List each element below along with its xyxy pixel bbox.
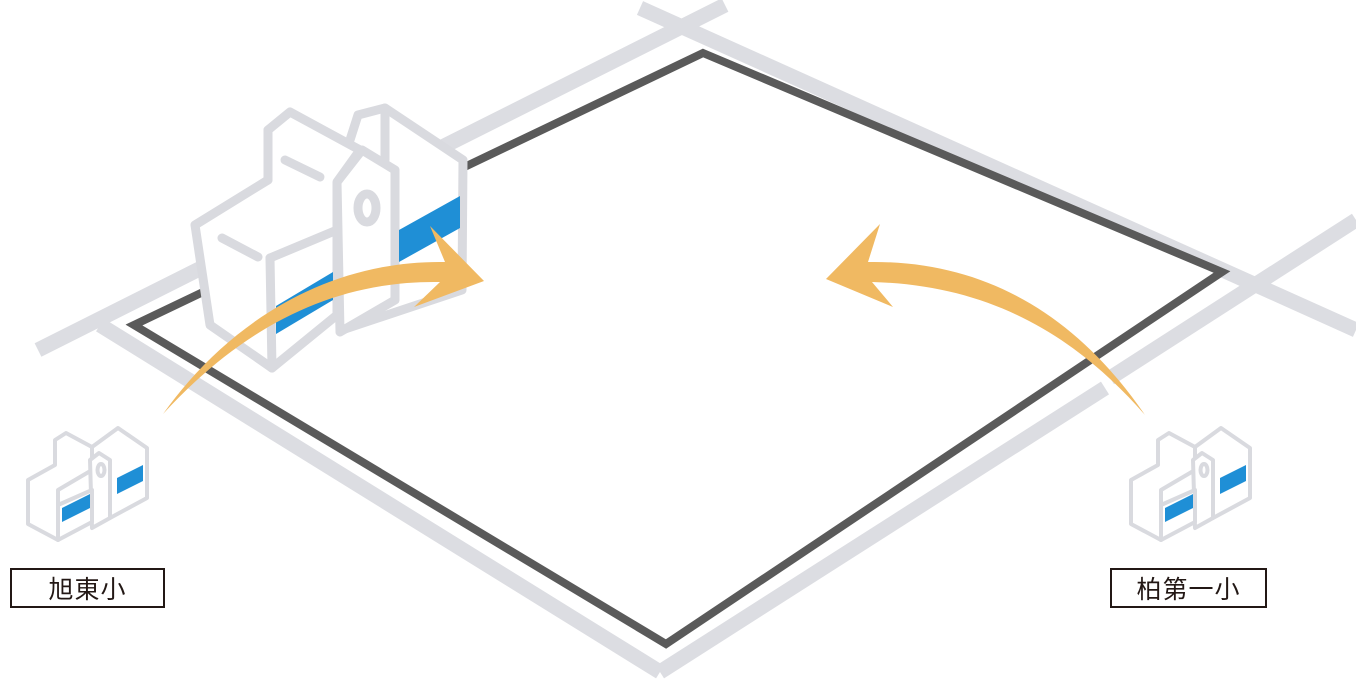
window-stripe [1165,494,1193,522]
window-stripe [1220,465,1246,494]
asahi-higashi-school-label: 旭東小 [10,568,165,608]
road-right-diagonal [1105,213,1356,385]
arrow-from-kashiwa-daiichi [826,224,1145,415]
kashiwa-daiichi-school-icon [1129,426,1252,542]
window-stripe [117,465,143,494]
asahi-higashi-school-icon [26,426,149,542]
kashiwa-daiichi-school-label: 柏第一小 [1110,568,1267,608]
road-upper-right [636,1,1356,337]
arrow-icon [826,224,1145,415]
window-stripe [399,196,460,262]
arrow-icon [163,226,484,414]
arrow-from-asahi-higashi [163,226,484,414]
road-lower-right [655,381,1110,679]
window-stripe [62,494,90,522]
